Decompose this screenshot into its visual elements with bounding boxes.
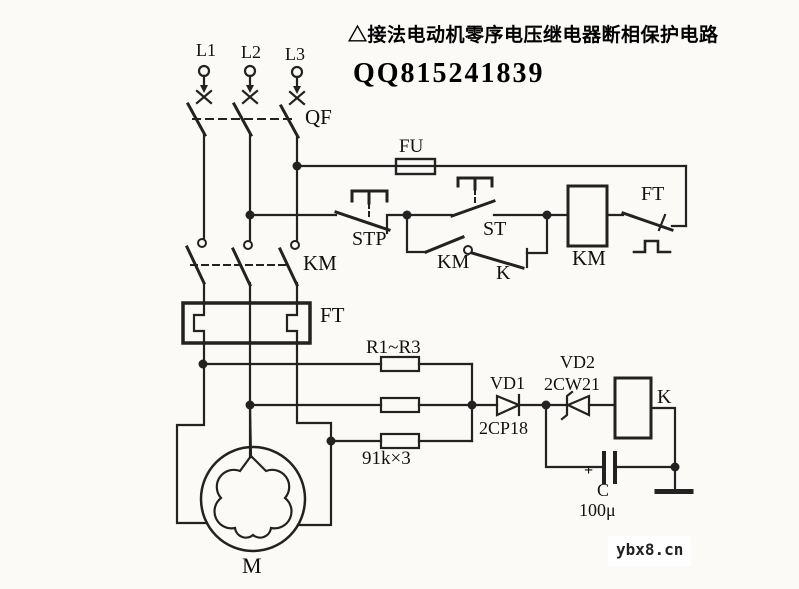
diode-vd1-label: VD1 (490, 373, 525, 393)
circuit-breaker-qf-symbol (185, 101, 301, 140)
start-button-st-symbol (450, 176, 496, 218)
x-mark-icon (241, 89, 259, 105)
ft-nc-contact-symbol (621, 211, 674, 254)
ft-heater-label: FT (320, 303, 345, 327)
resistor-r1-symbol (201, 355, 474, 373)
x-mark-icon (288, 90, 306, 106)
supply-terminal-icons (195, 64, 306, 106)
resistors-label: R1~R3 (366, 337, 421, 358)
watermark: ybx8.cn (608, 536, 692, 566)
fuse-fu-symbol (295, 157, 688, 228)
zener-vd2-label: VD2 (560, 352, 595, 372)
arrow-down-icon (246, 85, 254, 93)
x-mark-icon (195, 89, 213, 105)
junction-dots (198, 161, 680, 472)
km-aux-label: KM (437, 251, 470, 273)
capacitor-c-symbol (544, 403, 677, 484)
motor-label: M (242, 553, 262, 578)
k-contact-label: K (496, 262, 511, 284)
start-button-label-st: ST (483, 218, 507, 240)
arrow-down-icon (200, 85, 208, 93)
km-aux-and-k-contact-branch (405, 213, 549, 270)
k-relay-label: K (657, 386, 672, 408)
breaker-label-qf: QF (305, 105, 332, 129)
capacitor-polarity-label: + (584, 462, 594, 479)
diode-vd1-symbol (470, 393, 569, 417)
capacitor-value-label: 100μ (579, 500, 616, 520)
motor-m-symbol (199, 403, 307, 553)
terminal-label-l2: L2 (241, 42, 261, 62)
resistor-r3-symbol (329, 432, 474, 450)
stop-button-label-stp: STP (352, 228, 387, 250)
thermal-relay-heater-ft-symbol (181, 301, 312, 345)
control-wiring (248, 213, 688, 228)
capacitor-label: C (597, 480, 610, 500)
arrow-down-icon (293, 86, 301, 94)
qq-number: QQ815241839 (353, 58, 545, 89)
contactor-main-contacts-km-symbol (185, 238, 300, 287)
fuse-label-fu: FU (399, 136, 424, 157)
zener-vd2-model-label: 2CW21 (544, 374, 600, 394)
delta-winding-icon (213, 454, 293, 539)
zener-vd2-symbol (560, 390, 617, 421)
km-main-label: KM (303, 251, 337, 275)
page-title: △接法电动机零序电压继电器断相保护电路 (348, 25, 719, 46)
diode-vd1-model-label: 2CP18 (479, 418, 529, 438)
power-phase-wiring (175, 133, 333, 527)
km-coil-symbol (566, 184, 609, 248)
terminal-label-l3: L3 (285, 44, 305, 64)
resistor-r2-symbol (248, 396, 474, 414)
resistors-value-label: 91k×3 (362, 448, 411, 469)
terminal-label-l1: L1 (196, 40, 216, 60)
km-coil-label: KM (572, 246, 606, 270)
stop-button-stp-symbol (334, 189, 391, 235)
ft-contact-label: FT (641, 183, 665, 205)
